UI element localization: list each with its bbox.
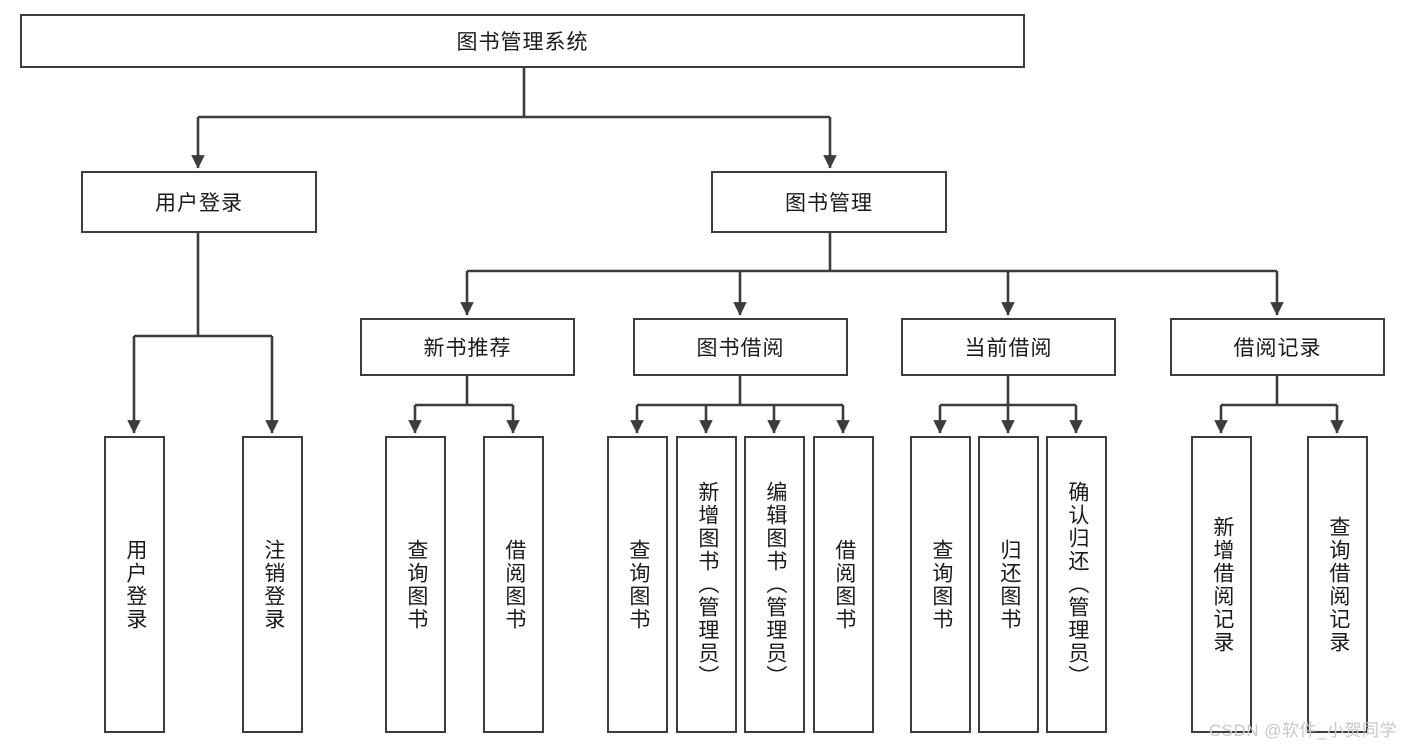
node-leaf-borrow-book-1-label: 借阅图书 <box>502 538 526 631</box>
node-book-borrow[interactable]: 图书借阅 <box>633 318 848 376</box>
node-new-book-rec[interactable]: 新书推荐 <box>360 318 575 376</box>
node-user-login[interactable]: 用户登录 <box>81 171 317 233</box>
node-leaf-logout-label: 注销登录 <box>261 538 285 631</box>
node-root[interactable]: 图书管理系统 <box>20 14 1025 68</box>
node-leaf-query-book-3[interactable]: 查询图书 <box>910 436 971 733</box>
node-user-login-label: 用户登录 <box>155 192 243 215</box>
node-book-borrow-label: 图书借阅 <box>696 337 785 360</box>
node-leaf-query-book-1-label: 查询图书 <box>404 538 428 631</box>
node-book-manage-label: 图书管理 <box>785 192 873 215</box>
node-leaf-query-book-1[interactable]: 查询图书 <box>385 436 446 733</box>
node-book-manage[interactable]: 图书管理 <box>711 171 947 233</box>
node-leaf-edit-book[interactable]: 编辑图书（管理员） <box>744 436 805 733</box>
node-leaf-logout[interactable]: 注销登录 <box>242 436 303 733</box>
node-leaf-borrow-book-2[interactable]: 借阅图书 <box>813 436 874 733</box>
node-leaf-query-book-3-label: 查询图书 <box>929 538 953 631</box>
node-leaf-user-login-label: 用户登录 <box>123 538 147 631</box>
node-leaf-query-book-2[interactable]: 查询图书 <box>607 436 668 733</box>
node-leaf-query-book-2-label: 查询图书 <box>626 538 650 631</box>
node-leaf-borrow-book-1[interactable]: 借阅图书 <box>483 436 544 733</box>
node-leaf-add-record[interactable]: 新增借阅记录 <box>1191 436 1252 733</box>
node-borrow-record[interactable]: 借阅记录 <box>1170 318 1385 376</box>
node-leaf-return-book-label: 归还图书 <box>997 538 1021 631</box>
node-leaf-borrow-book-2-label: 借阅图书 <box>832 538 856 631</box>
node-leaf-query-record[interactable]: 查询借阅记录 <box>1307 436 1368 733</box>
node-leaf-confirm-return-label: 确认归还（管理员） <box>1065 481 1089 688</box>
node-root-label: 图书管理系统 <box>456 31 589 54</box>
node-current-borrow-label: 当前借阅 <box>964 337 1053 360</box>
node-leaf-query-record-label: 查询借阅记录 <box>1326 515 1350 654</box>
node-leaf-return-book[interactable]: 归还图书 <box>978 436 1039 733</box>
node-leaf-add-book-label: 新增图书（管理员） <box>695 481 719 688</box>
node-leaf-add-book[interactable]: 新增图书（管理员） <box>676 436 737 733</box>
node-leaf-edit-book-label: 编辑图书（管理员） <box>763 481 787 688</box>
node-leaf-add-record-label: 新增借阅记录 <box>1210 515 1234 654</box>
node-leaf-confirm-return[interactable]: 确认归还（管理员） <box>1046 436 1107 733</box>
node-leaf-user-login[interactable]: 用户登录 <box>104 436 165 733</box>
node-new-book-rec-label: 新书推荐 <box>423 337 512 360</box>
node-current-borrow[interactable]: 当前借阅 <box>901 318 1116 376</box>
node-borrow-record-label: 借阅记录 <box>1233 337 1322 360</box>
